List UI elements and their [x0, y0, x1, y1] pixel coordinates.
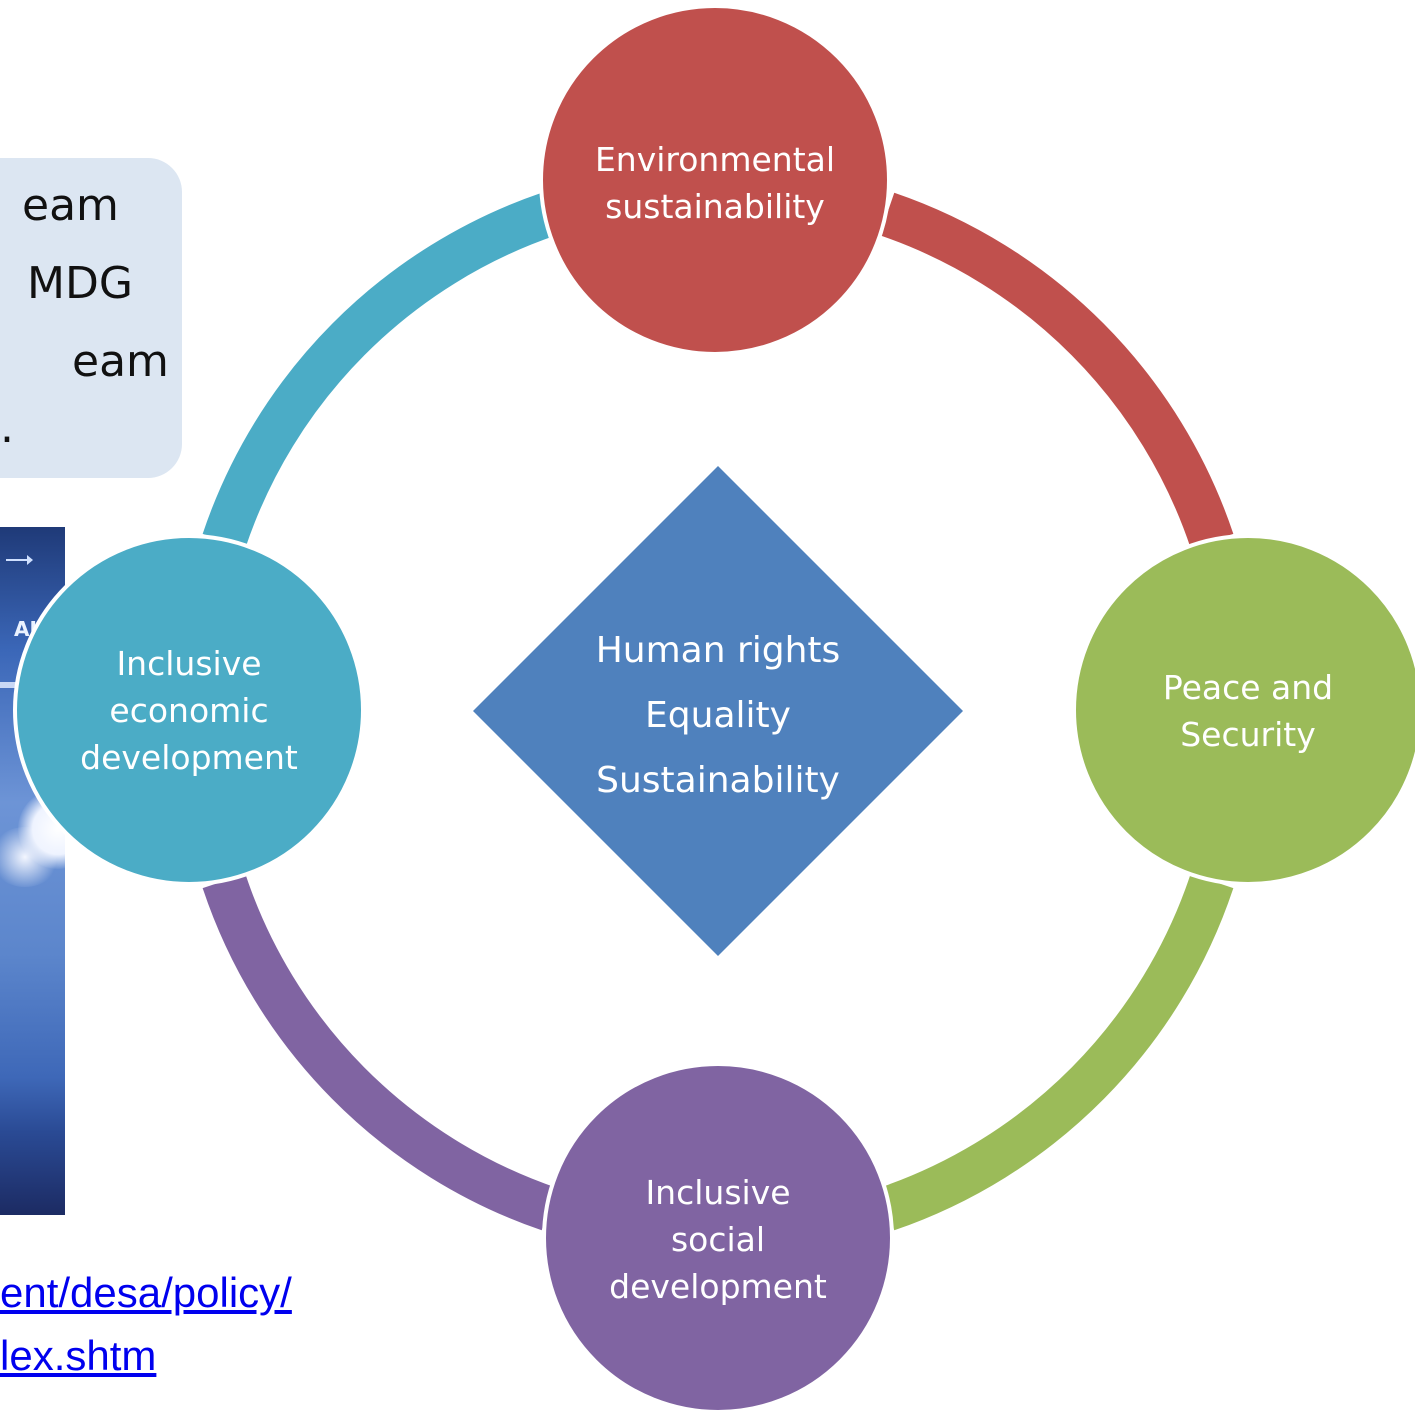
node-label-peace: Peace and Security [1078, 664, 1415, 758]
node-label-line: Peace and [1162, 668, 1334, 707]
cloud-graphic [0, 827, 60, 887]
center-diamond [473, 466, 963, 956]
node-label-line: social [670, 1220, 766, 1259]
arc-environment-to-peace [879, 192, 1234, 549]
node-label-line: Inclusive [645, 1173, 791, 1212]
node-label-line: Inclusive [116, 644, 262, 683]
principle-human-rights: Human rights [595, 630, 841, 671]
callout-text-3: . [0, 402, 14, 453]
callout-text-2: MDG [27, 258, 133, 309]
principle-equality: Equality [645, 695, 791, 736]
node-label-line: Environmental [594, 140, 836, 179]
node-label-environmental: Environmental sustainability [545, 136, 885, 230]
node-label-line: sustainability [605, 187, 825, 226]
node-inclusive-social-development [542, 1062, 894, 1411]
callout-text-1: eam [22, 180, 119, 231]
node-label-line: Security [1180, 715, 1316, 754]
principle-sustainability: Sustainability [596, 760, 840, 801]
node-environmental-sustainability [539, 4, 891, 356]
node-label-line: development [80, 738, 298, 777]
arc-peace-to-social [879, 873, 1234, 1231]
arc-economic-to-environment [202, 192, 557, 549]
node-inclusive-economic-development [13, 534, 365, 886]
node-label-line: economic [109, 691, 269, 730]
callout-box: eam [0, 158, 182, 478]
arrow-icon [6, 555, 33, 565]
center-principles: Human rights Equality Sustainability [568, 618, 868, 813]
policy-link-line-1[interactable]: ent/desa/policy/ [0, 1269, 292, 1316]
node-peace-and-security [1072, 534, 1415, 886]
node-label-line: development [609, 1267, 827, 1306]
callout-line-1: eam [72, 336, 169, 387]
node-label-economic: Inclusive economic development [19, 640, 359, 781]
node-label-social: Inclusive social development [548, 1169, 888, 1310]
policy-link-line-2[interactable]: lex.shtm [0, 1332, 157, 1379]
arc-social-to-economic [202, 873, 557, 1231]
